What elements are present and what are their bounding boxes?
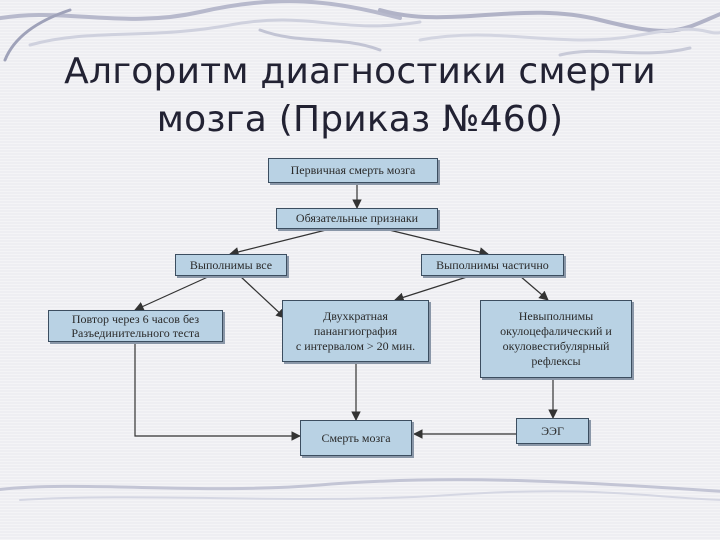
decor-stroke	[558, 46, 692, 57]
decor-stroke	[19, 490, 720, 501]
decor-stroke	[3, 8, 72, 62]
decor-stroke	[0, 478, 720, 493]
node-brain-death: Смерть мозга	[300, 420, 412, 456]
arrow-mandatory-to-partial	[384, 228, 489, 257]
decor-stroke	[378, 8, 720, 33]
node-mandatory-signs: Обязательные признаки	[276, 208, 438, 229]
node-eeg: ЭЭГ	[516, 418, 589, 444]
arrow-partial-to-notfeasible	[519, 275, 549, 301]
node-not-feasible-reflexes: Невыполнимы окулоцефалический и окуловес…	[480, 300, 632, 378]
arrow-mandatory-to-all	[229, 228, 331, 257]
decor-stroke	[28, 18, 422, 47]
arrow-partial-to-angiography	[394, 275, 471, 302]
arrow-repeat-to-death	[134, 342, 301, 441]
arrow-all-to-repeat	[134, 275, 211, 311]
node-all-feasible: Выполнимы все	[175, 254, 287, 276]
node-repeat-test: Повтор через 6 часов без Разъединительно…	[48, 310, 223, 342]
slide-title: Алгоритм диагностики смерти мозга (Прика…	[64, 51, 656, 140]
node-partially-feasible: Выполнимы частично	[421, 254, 564, 276]
node-primary-brain-death: Первичная смерть мозга	[268, 158, 438, 183]
decor-stroke	[418, 27, 720, 42]
arrow-all-to-angiography	[239, 275, 286, 319]
decor-stroke	[258, 28, 382, 52]
node-panangiography: Двухкратная панангиография с интервалом …	[282, 300, 429, 362]
